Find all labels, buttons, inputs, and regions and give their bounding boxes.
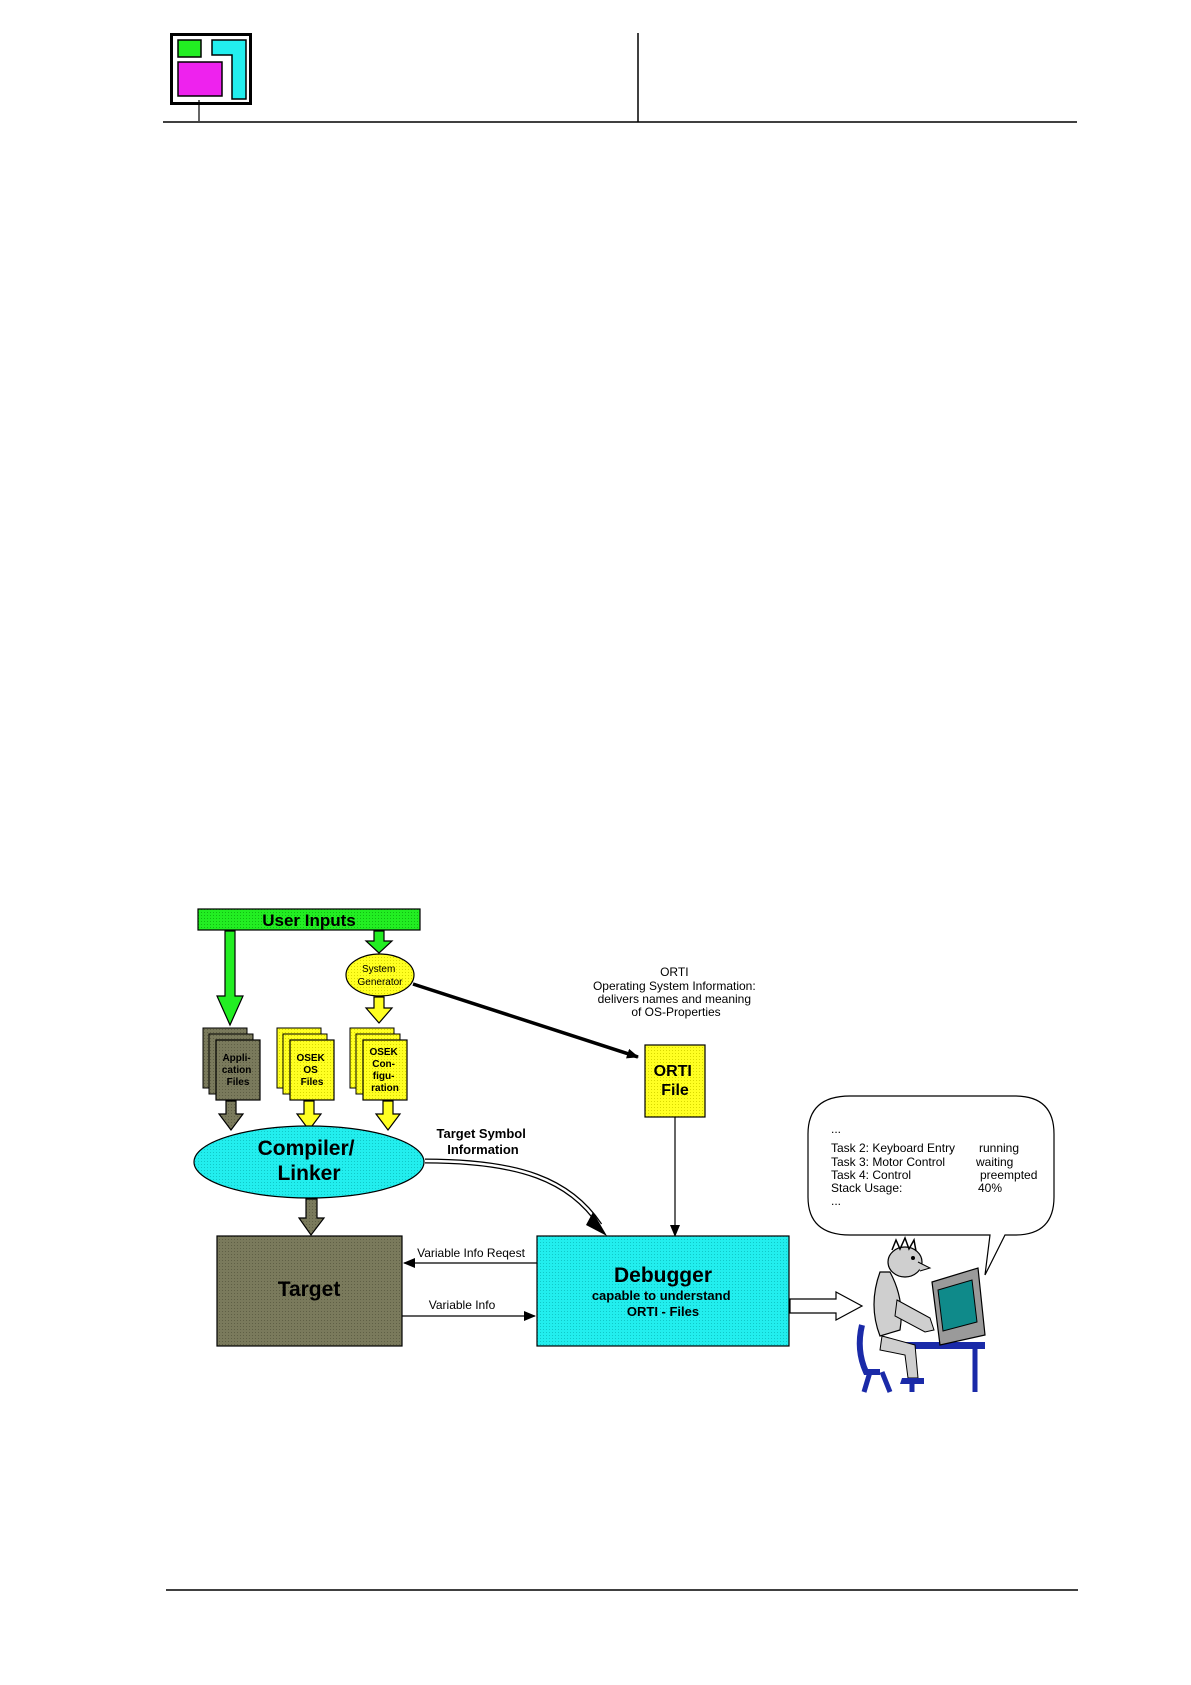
application-files-label-3: Files	[227, 1077, 250, 1088]
svg-text:ORTI File: ORTI File	[654, 1063, 697, 1099]
application-files-stack: Appli- cation Files	[202, 1027, 261, 1101]
arrow-app-files-to-compiler	[217, 1100, 245, 1131]
debugger-sub-line-1: capable to understand	[592, 1288, 731, 1303]
arrow-debugger-to-user	[789, 1290, 864, 1322]
header	[163, 33, 1077, 123]
orti-file-node	[644, 1044, 706, 1118]
osek-configuration-label-3: figu-	[373, 1071, 395, 1082]
osek-configuration-label-4: ration	[371, 1083, 399, 1094]
svg-text:OSEK Con- figu: OSEK Con- figu- ration	[369, 1047, 400, 1094]
svg-text:Target Symbol Informatio: Target Symbol Information	[437, 1126, 530, 1157]
yellow-arrow-to-configuration	[364, 996, 394, 1024]
bubble-bottom-ellipsis: ...	[831, 1194, 841, 1208]
target-symbol-info-line-1: Target Symbol	[437, 1126, 526, 1141]
status-speech-bubble: ... Task 2: Keyboard Entry running Task …	[807, 1095, 1055, 1276]
bubble-row-2-value: waiting	[975, 1155, 1013, 1169]
svg-text:Appli- cation: Appli- cation Files	[222, 1053, 254, 1088]
user-inputs-label: User Inputs	[262, 911, 356, 930]
osek-os-files-label-1: OSEK	[296, 1053, 325, 1064]
orti-diagram: User Inputs System Generator Appli- cati…	[193, 908, 1055, 1393]
compiler-linker-label-2: Linker	[277, 1162, 340, 1185]
orti-description-line-3: delivers names and meaning	[598, 992, 751, 1006]
bubble-top-ellipsis: ...	[831, 1122, 841, 1136]
svg-text:OSEK OS Files: OSEK OS Files	[296, 1053, 327, 1088]
target-symbol-info-line-2: Information	[447, 1142, 519, 1157]
osek-os-files-stack: OSEK OS Files	[276, 1027, 335, 1101]
target-label: Target	[278, 1278, 341, 1301]
arrow-configuration-to-compiler	[374, 1100, 402, 1131]
svg-text:ORTI Operating System In: ORTI Operating System Information: deliv…	[593, 965, 759, 1019]
orti-description-line-4: of OS-Properties	[631, 1005, 720, 1019]
orti-description-line-2: Operating System Information:	[593, 979, 756, 993]
debugger-node	[536, 1235, 790, 1347]
osek-configuration-stack: OSEK Con- figu- ration	[349, 1027, 408, 1101]
arrow-generator-to-orti-file	[412, 982, 639, 1059]
debugger-title: Debugger	[614, 1264, 712, 1287]
application-files-label-2: cation	[222, 1065, 251, 1076]
bubble-row-1-label: Task 2: Keyboard Entry	[831, 1141, 955, 1155]
bubble-row-1-value: running	[979, 1141, 1019, 1155]
bubble-row-3-value: preempted	[980, 1168, 1037, 1182]
osek-os-files-label-3: Files	[301, 1077, 324, 1088]
compiler-linker-node	[193, 1125, 425, 1199]
arrow-compiler-to-debugger	[424, 1158, 607, 1236]
osek-configuration-label-1: OSEK	[369, 1047, 398, 1058]
orti-file-label-1: ORTI	[654, 1063, 692, 1080]
compiler-linker-label-1: Compiler/	[258, 1137, 355, 1160]
user-inputs-bar	[197, 908, 421, 931]
green-arrow-to-system-generator	[364, 930, 394, 954]
variable-info-label: Variable Info	[429, 1298, 496, 1312]
bubble-row-4-value: 40%	[978, 1181, 1002, 1195]
osek-os-files-label-2: OS	[303, 1065, 318, 1076]
system-generator-label-1: System	[362, 964, 395, 975]
target-node	[216, 1235, 403, 1347]
svg-text:capable to understand OR: capable to understand ORTI - Files	[592, 1288, 734, 1319]
debugger-sub-line-2: ORTI - Files	[627, 1304, 699, 1319]
system-generator-label-2: Generator	[357, 977, 403, 988]
bubble-row-2-label: Task 3: Motor Control	[831, 1155, 945, 1169]
variable-info-request-label: Variable Info Reqest	[417, 1246, 526, 1260]
application-files-label-1: Appli-	[222, 1053, 250, 1064]
system-generator-node	[345, 953, 415, 997]
osek-logo-icon	[170, 33, 252, 121]
arrow-compiler-to-target	[297, 1198, 326, 1237]
svg-text:Compiler/ Linker: Compiler/ Linker	[258, 1137, 361, 1185]
bubble-row-4-label: Stack Usage:	[831, 1181, 902, 1195]
osek-configuration-label-2: Con-	[372, 1059, 395, 1070]
bubble-row-3-label: Task 4: Control	[831, 1168, 911, 1182]
svg-text:System Generator: System Generator	[357, 964, 403, 988]
orti-description-line-1: ORTI	[660, 965, 688, 979]
orti-file-label-2: File	[661, 1082, 689, 1099]
arrow-os-files-to-compiler	[295, 1100, 323, 1131]
person-at-computer-icon	[856, 1236, 986, 1393]
green-arrow-to-app-files	[216, 930, 244, 1027]
